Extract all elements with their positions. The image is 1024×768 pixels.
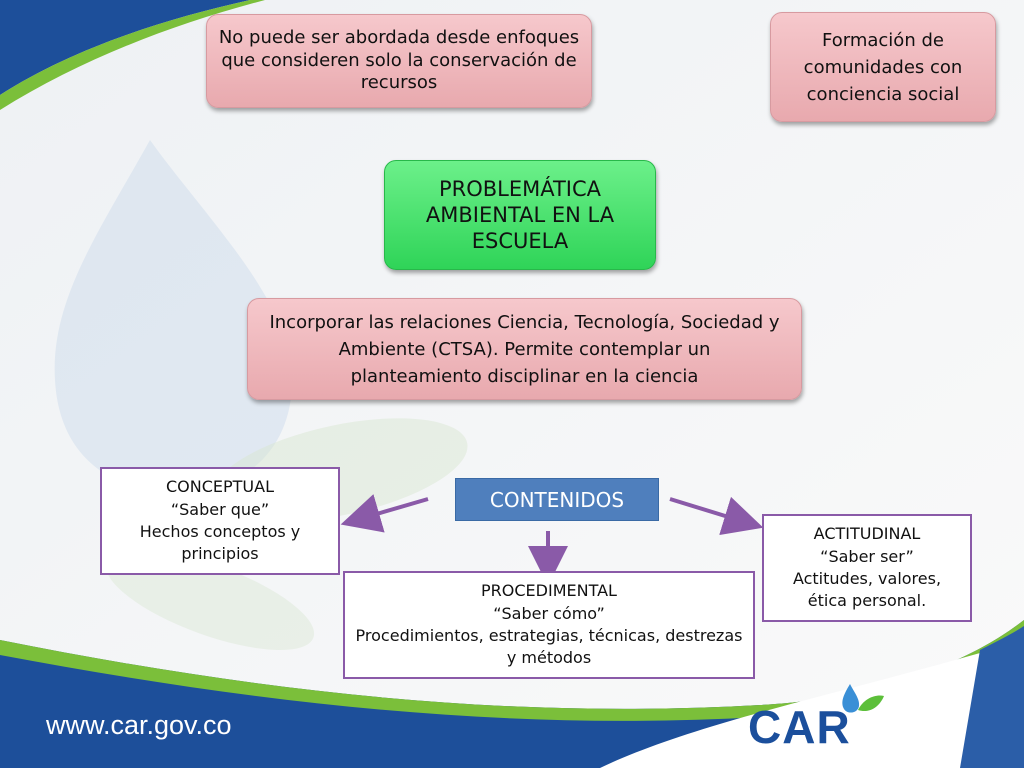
note-formacion-line-1: Formación de [822, 29, 944, 51]
conceptual-line-4: principios [181, 544, 259, 564]
arrow-to-conceptual [340, 494, 429, 533]
note-ctsa-line-2: Ambiente (CTSA). Permite contemplar un [338, 338, 711, 360]
central-topic-line-1: PROBLEMÁTICA [438, 176, 602, 201]
note-formacion-line-3: conciencia social [806, 83, 960, 105]
note-enfoques-line-2: que consideren solo la conservación de [221, 49, 577, 71]
actitudinal-line-2: “Saber ser” [820, 546, 914, 566]
note-formacion: Formación de comunidades con conciencia … [770, 12, 996, 122]
box-conceptual: CONCEPTUAL “Saber que” Hechos conceptos … [100, 467, 340, 575]
car-logo-text: CAR [748, 701, 851, 753]
box-procedimental: PROCEDIMENTAL “Saber cómo” Procedimiento… [343, 571, 755, 679]
note-ctsa-line-3: planteamiento disciplinar en la ciencia [350, 365, 699, 387]
note-ctsa-line-1: Incorporar las relaciones Ciencia, Tecno… [269, 311, 780, 333]
box-actitudinal: ACTITUDINAL “Saber ser” Actitudes, valor… [762, 514, 972, 622]
conceptual-line-2: “Saber que” [170, 499, 270, 519]
central-topic-line-3: ESCUELA [471, 229, 569, 254]
arrow-to-actitudinal [669, 496, 764, 536]
procedimental-line-2: “Saber cómo” [493, 603, 605, 623]
note-enfoques-line-3: recursos [360, 72, 438, 94]
footer-url[interactable]: www.car.gov.co [46, 710, 232, 740]
note-enfoques: No puede ser abordada desde enfoques que… [206, 14, 592, 108]
procedimental-line-4: y métodos [506, 648, 592, 668]
leaf-drop-icon [842, 684, 884, 713]
actitudinal-line-4: ética personal. [807, 591, 927, 611]
note-formacion-line-2: comunidades con [803, 56, 963, 78]
procedimental-line-3: Procedimientos, estrategias, técnicas, d… [355, 626, 743, 645]
note-enfoques-line-1: No puede ser abordada desde enfoques [218, 27, 580, 49]
procedimental-title: PROCEDIMENTAL [481, 581, 617, 601]
actitudinal-title: ACTITUDINAL [813, 524, 921, 544]
contenidos-box: CONTENIDOS [455, 478, 659, 521]
central-topic-line-2: AMBIENTAL EN LA [425, 202, 615, 227]
conceptual-line-3: Hechos conceptos y [139, 522, 301, 541]
actitudinal-line-3: Actitudes, valores, [792, 569, 942, 588]
note-ctsa: Incorporar las relaciones Ciencia, Tecno… [247, 298, 802, 400]
central-topic: PROBLEMÁTICA AMBIENTAL EN LA ESCUELA [384, 160, 656, 270]
conceptual-title: CONCEPTUAL [165, 477, 274, 497]
contenidos-label: CONTENIDOS [489, 487, 625, 512]
